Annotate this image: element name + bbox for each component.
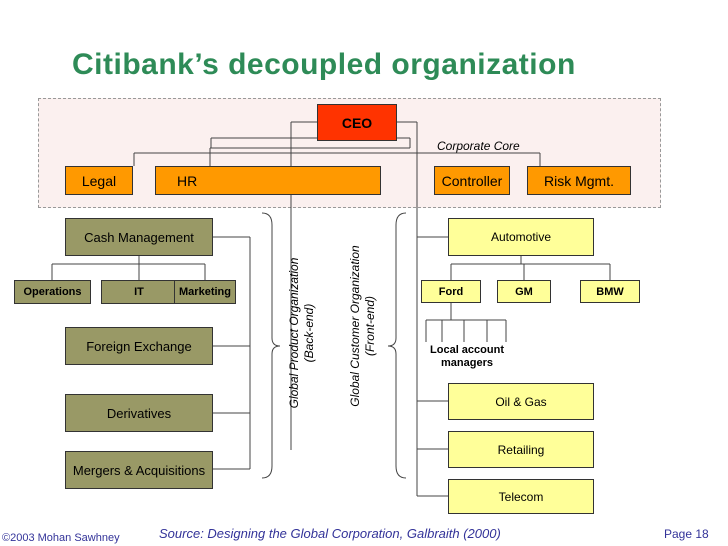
front-end-label-line1: Global Customer Organization [348, 245, 362, 407]
ceo-box: CEO [317, 104, 397, 141]
copyright-text: ©2003 Mohan Sawhney [2, 532, 120, 544]
it-box: IT [101, 280, 177, 304]
local-account-managers-line2: managers [441, 357, 493, 369]
global-customer-organization-label: Global Customer Organization (Front-end) [348, 221, 378, 431]
controller-box: Controller [434, 166, 510, 195]
front-end-label-line2: (Front-end) [363, 295, 377, 357]
automotive-box: Automotive [448, 218, 594, 256]
local-account-managers-line1: Local account [430, 344, 504, 356]
back-end-label-line1: Global Product Organization [287, 257, 301, 409]
oil-gas-box: Oil & Gas [448, 383, 594, 420]
page-number: Page 18 [664, 527, 709, 541]
gm-box: GM [497, 280, 551, 303]
bmw-box: BMW [580, 280, 640, 303]
mergers-acquisitions-box: Mergers & Acquisitions [65, 451, 213, 489]
page-title: Citibank’s decoupled organization [72, 48, 576, 81]
back-end-label-line2: (Back-end) [302, 303, 316, 363]
ford-box: Ford [421, 280, 481, 303]
legal-box: Legal [65, 166, 133, 195]
local-account-managers-label: Local account managers [420, 342, 514, 372]
operations-box: Operations [14, 280, 91, 304]
telecom-box: Telecom [448, 479, 594, 514]
foreign-exchange-box: Foreign Exchange [65, 327, 213, 365]
hr-box: HR [155, 166, 381, 195]
retailing-box: Retailing [448, 431, 594, 468]
cash-management-box: Cash Management [65, 218, 213, 256]
risk-management-box: Risk Mgmt. [527, 166, 631, 195]
source-citation: Source: Designing the Global Corporation… [159, 526, 501, 541]
global-product-organization-label: Global Product Organization (Back-end) [287, 233, 317, 433]
marketing-box: Marketing [174, 280, 236, 304]
corporate-core-label: Corporate Core [437, 139, 520, 153]
derivatives-box: Derivatives [65, 394, 213, 432]
